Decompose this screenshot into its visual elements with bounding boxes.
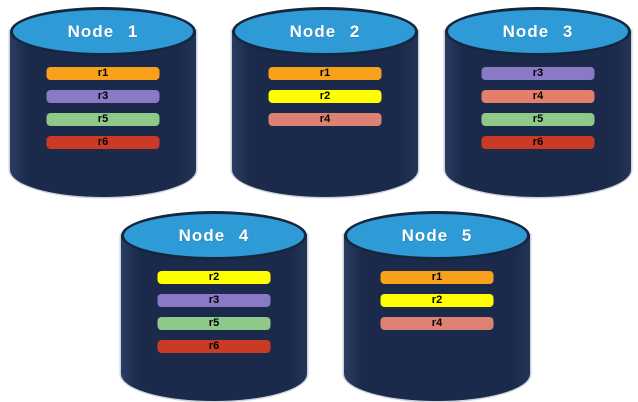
replica-label: r1 xyxy=(97,67,109,79)
replica-label: r5 xyxy=(532,113,544,125)
node-1-title: Node 1 xyxy=(67,21,139,41)
replica-label: r4 xyxy=(431,317,443,329)
replica-label: r4 xyxy=(532,90,544,102)
node-4-title: Node 4 xyxy=(178,225,250,245)
node-4-replica-r5: r5 xyxy=(157,317,271,330)
node-5-replica-r2: r2 xyxy=(380,294,494,307)
node-4-cylinder: Node 4 r2 r3 r5 r6 xyxy=(121,211,307,401)
node-3-replica-r5: r5 xyxy=(481,113,595,126)
node-2-cylinder: Node 2 r1 r2 r4 xyxy=(232,7,418,197)
node-5-cylinder-top: Node 5 xyxy=(344,211,530,260)
replica-label: r3 xyxy=(97,90,109,102)
replica-label: r2 xyxy=(319,90,331,102)
node-4-replica-r3: r3 xyxy=(157,294,271,307)
replica-label: r2 xyxy=(208,271,220,283)
node-3-replica-r3: r3 xyxy=(481,67,595,80)
node-1-replica-r3: r3 xyxy=(46,90,160,103)
node-1-cylinder: Node 1 r1 r3 r5 r6 xyxy=(10,7,196,197)
node-4-replica-r2: r2 xyxy=(157,271,271,284)
replica-label: r3 xyxy=(532,67,544,79)
replica-label: r5 xyxy=(208,317,220,329)
replica-label: r6 xyxy=(97,136,109,148)
node-4-cylinder-top: Node 4 xyxy=(121,211,307,260)
node-1-replica-r1: r1 xyxy=(46,67,160,80)
replica-label: r5 xyxy=(97,113,109,125)
node-2-replica-r2: r2 xyxy=(268,90,382,103)
replica-label: r2 xyxy=(431,294,443,306)
node-2-cylinder-top: Node 2 xyxy=(232,7,418,56)
node-3-replica-r6: r6 xyxy=(481,136,595,149)
node-1-replica-r5: r5 xyxy=(46,113,160,126)
node-4-replica-r6: r6 xyxy=(157,340,271,353)
replica-label: r4 xyxy=(319,113,331,125)
replica-label: r6 xyxy=(208,340,220,352)
node-5-title: Node 5 xyxy=(401,225,473,245)
node-1-replica-r6: r6 xyxy=(46,136,160,149)
node-3-cylinder: Node 3 r3 r4 r5 r6 xyxy=(445,7,631,197)
replica-label: r1 xyxy=(319,67,331,79)
node-2-replica-r1: r1 xyxy=(268,67,382,80)
replica-label: r1 xyxy=(431,271,443,283)
node-3-replica-r4: r4 xyxy=(481,90,595,103)
node-3-cylinder-top: Node 3 xyxy=(445,7,631,56)
replica-label: r6 xyxy=(532,136,544,148)
node-2-replica-r4: r4 xyxy=(268,113,382,126)
node-5-replica-r4: r4 xyxy=(380,317,494,330)
node-1-cylinder-top: Node 1 xyxy=(10,7,196,56)
node-3-title: Node 3 xyxy=(502,21,574,41)
node-5-cylinder: Node 5 r1 r2 r4 xyxy=(344,211,530,401)
replica-label: r3 xyxy=(208,294,220,306)
node-2-title: Node 2 xyxy=(289,21,361,41)
node-5-replica-r1: r1 xyxy=(380,271,494,284)
